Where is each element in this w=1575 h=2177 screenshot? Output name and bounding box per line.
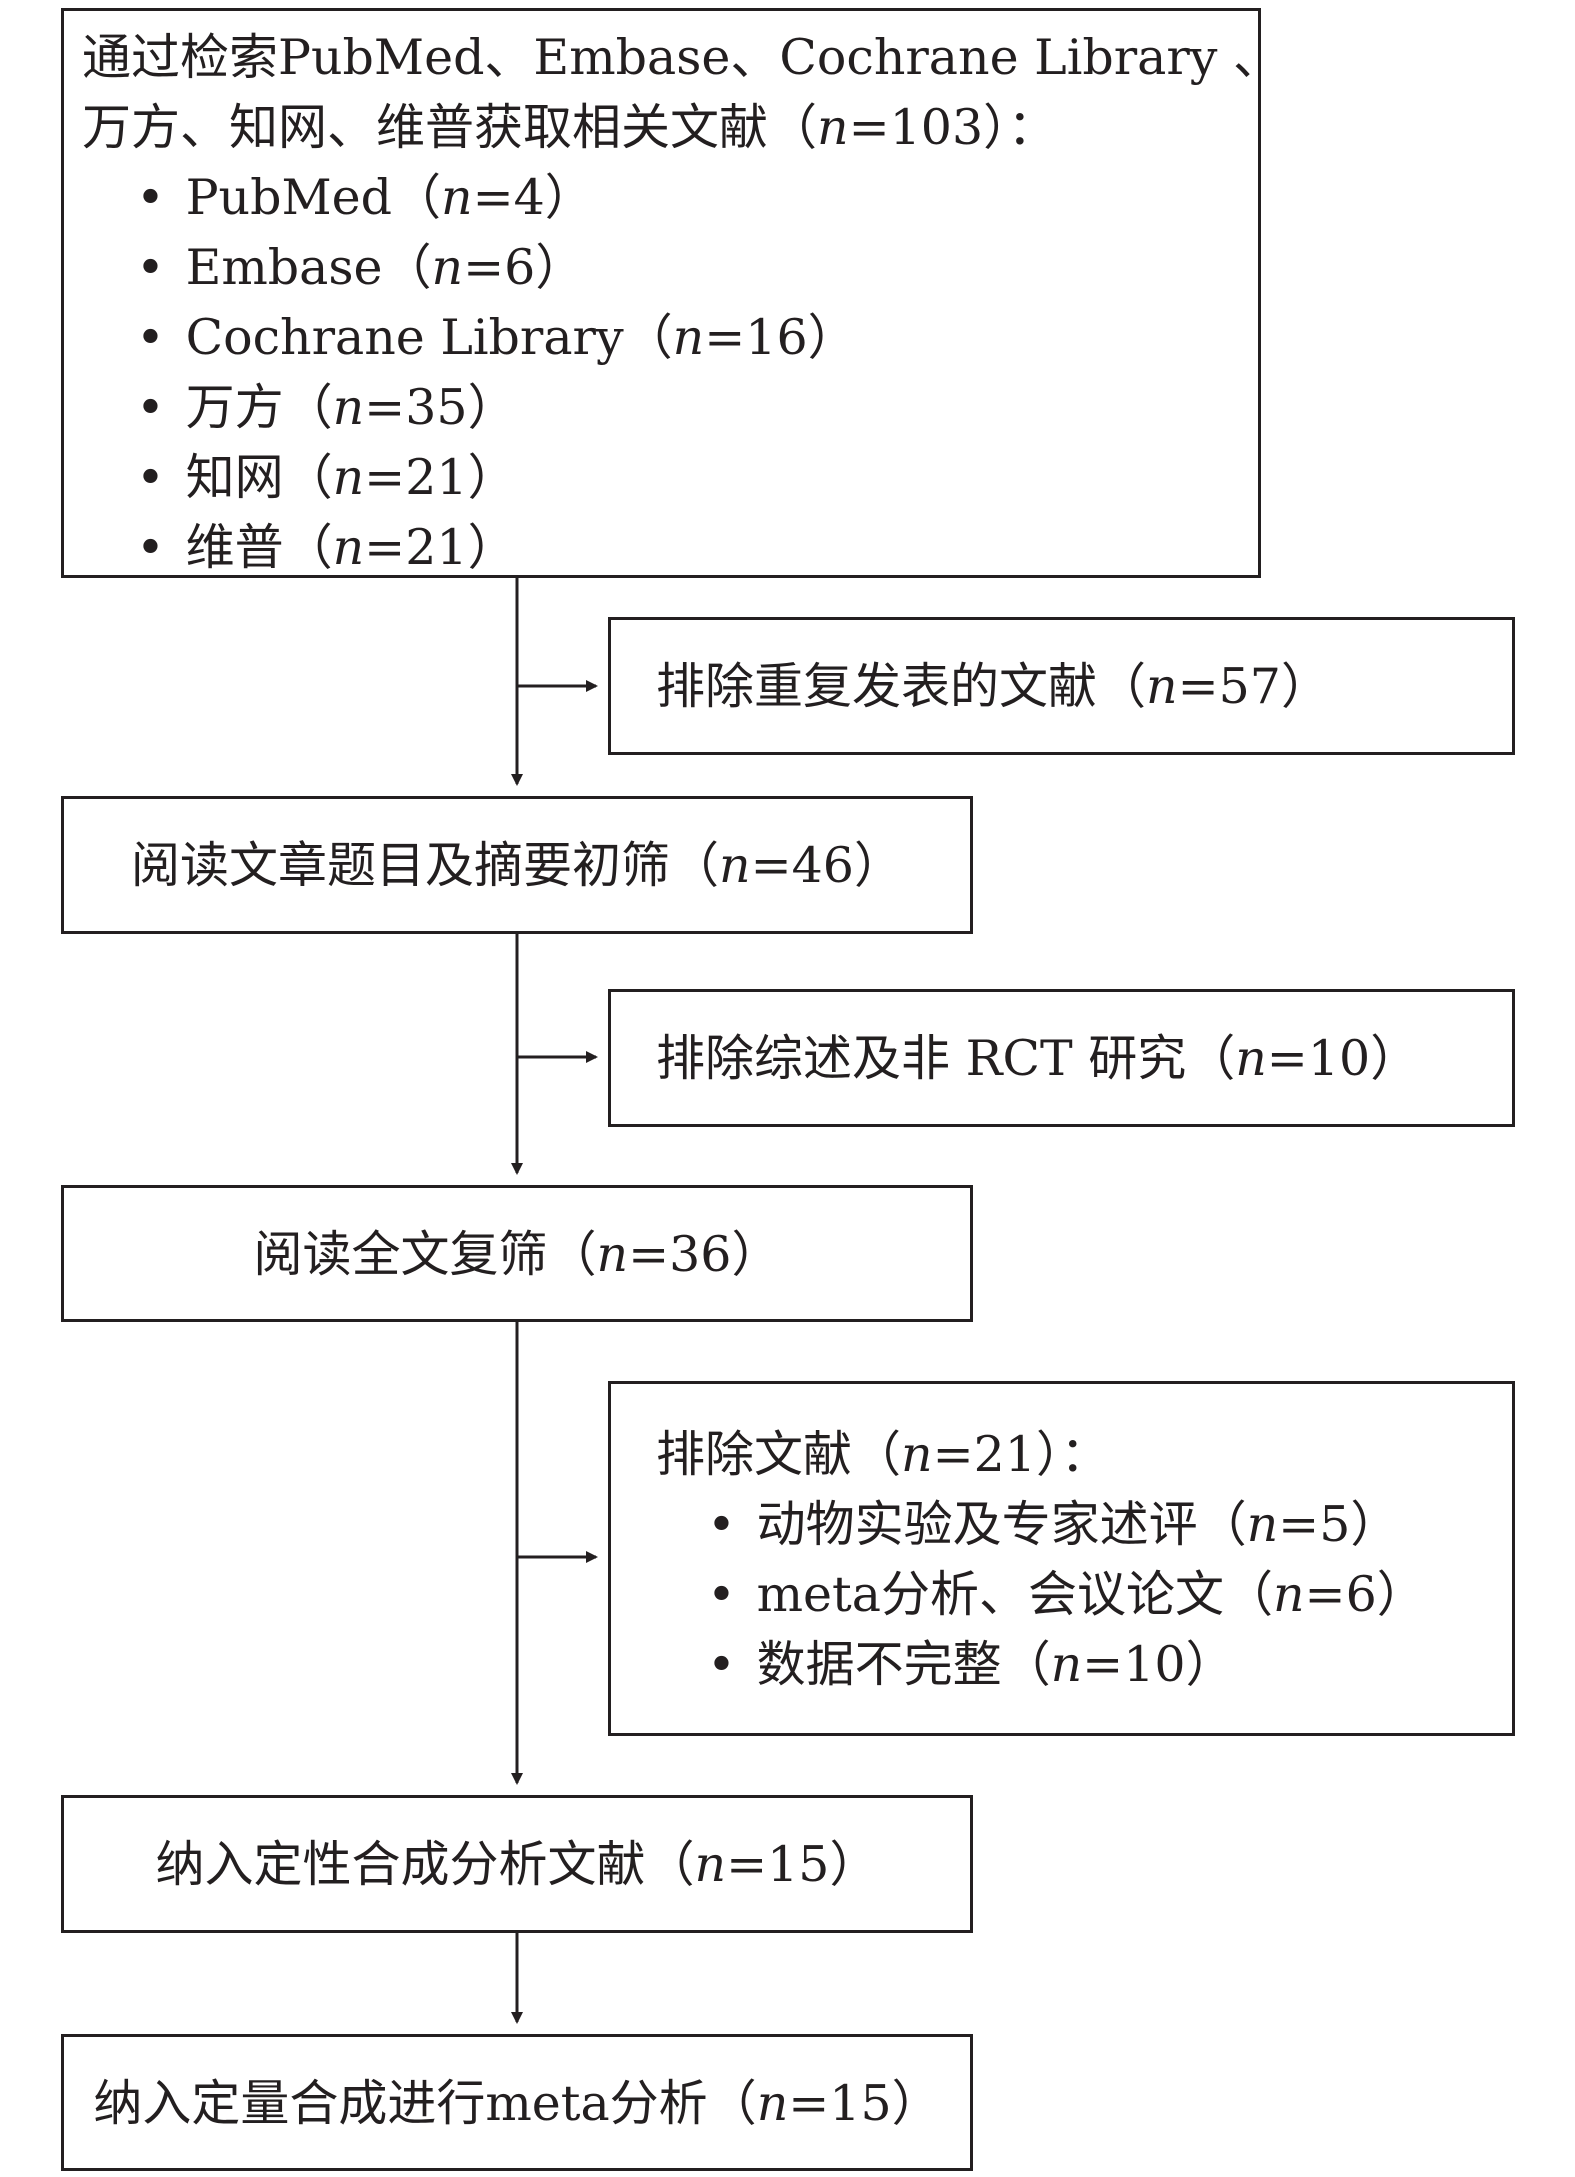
search-item-wanfang: 万方（n=35） bbox=[136, 373, 517, 443]
quantitative-synthesis-box: 纳入定量合成进行meta分析（n=15） bbox=[61, 2034, 973, 2171]
search-item-embase: Embase（n=6） bbox=[136, 233, 585, 303]
exclude-item-incomplete-data: 数据不完整（n=10） bbox=[707, 1630, 1235, 1700]
search-item-vip: 维普（n=21） bbox=[136, 513, 517, 583]
search-heading-line1: 通过检索PubMed、Embase、Cochrane Library 、 bbox=[82, 29, 1283, 86]
exclude-fulltext-box: 排除文献（n=21）： 动物实验及专家述评（n=5） meta分析、会议论文（n… bbox=[608, 1381, 1515, 1736]
exclude-item-meta-conference: meta分析、会议论文（n=6） bbox=[707, 1560, 1426, 1630]
search-item-cnki: 知网（n=21） bbox=[136, 443, 517, 513]
full-text-screening-box: 阅读全文复筛（n=36） bbox=[61, 1185, 973, 1322]
exclude-reviews-label: 排除综述及非 RCT 研究（n=10） bbox=[656, 1030, 1420, 1087]
title-abstract-screening-label: 阅读文章题目及摘要初筛（n=46） bbox=[131, 837, 903, 894]
search-item-pubmed: PubMed（n=4） bbox=[136, 163, 594, 233]
qualitative-synthesis-label: 纳入定性合成分析文献（n=15） bbox=[155, 1836, 879, 1893]
exclude-item-animal-expert: 动物实验及专家述评（n=5） bbox=[707, 1490, 1400, 1560]
title-abstract-screening-box: 阅读文章题目及摘要初筛（n=46） bbox=[61, 796, 973, 934]
exclude-fulltext-title: 排除文献（n=21）： bbox=[656, 1426, 1110, 1483]
search-sources-box: 通过检索PubMed、Embase、Cochrane Library 、 万方、… bbox=[61, 8, 1282, 578]
exclude-duplicates-box: 排除重复发表的文献（n=57） bbox=[608, 617, 1515, 755]
exclude-reviews-box: 排除综述及非 RCT 研究（n=10） bbox=[608, 989, 1515, 1127]
exclude-duplicates-label: 排除重复发表的文献（n=57） bbox=[656, 658, 1330, 715]
full-text-screening-label: 阅读全文复筛（n=36） bbox=[253, 1226, 781, 1283]
search-heading-line2: 万方、知网、维普获取相关文献（n=103）： bbox=[82, 99, 1057, 156]
qualitative-synthesis-box: 纳入定性合成分析文献（n=15） bbox=[61, 1795, 973, 1933]
search-item-cochrane: Cochrane Library（n=16） bbox=[136, 303, 857, 373]
quantitative-synthesis-label: 纳入定量合成进行meta分析（n=15） bbox=[93, 2075, 941, 2132]
